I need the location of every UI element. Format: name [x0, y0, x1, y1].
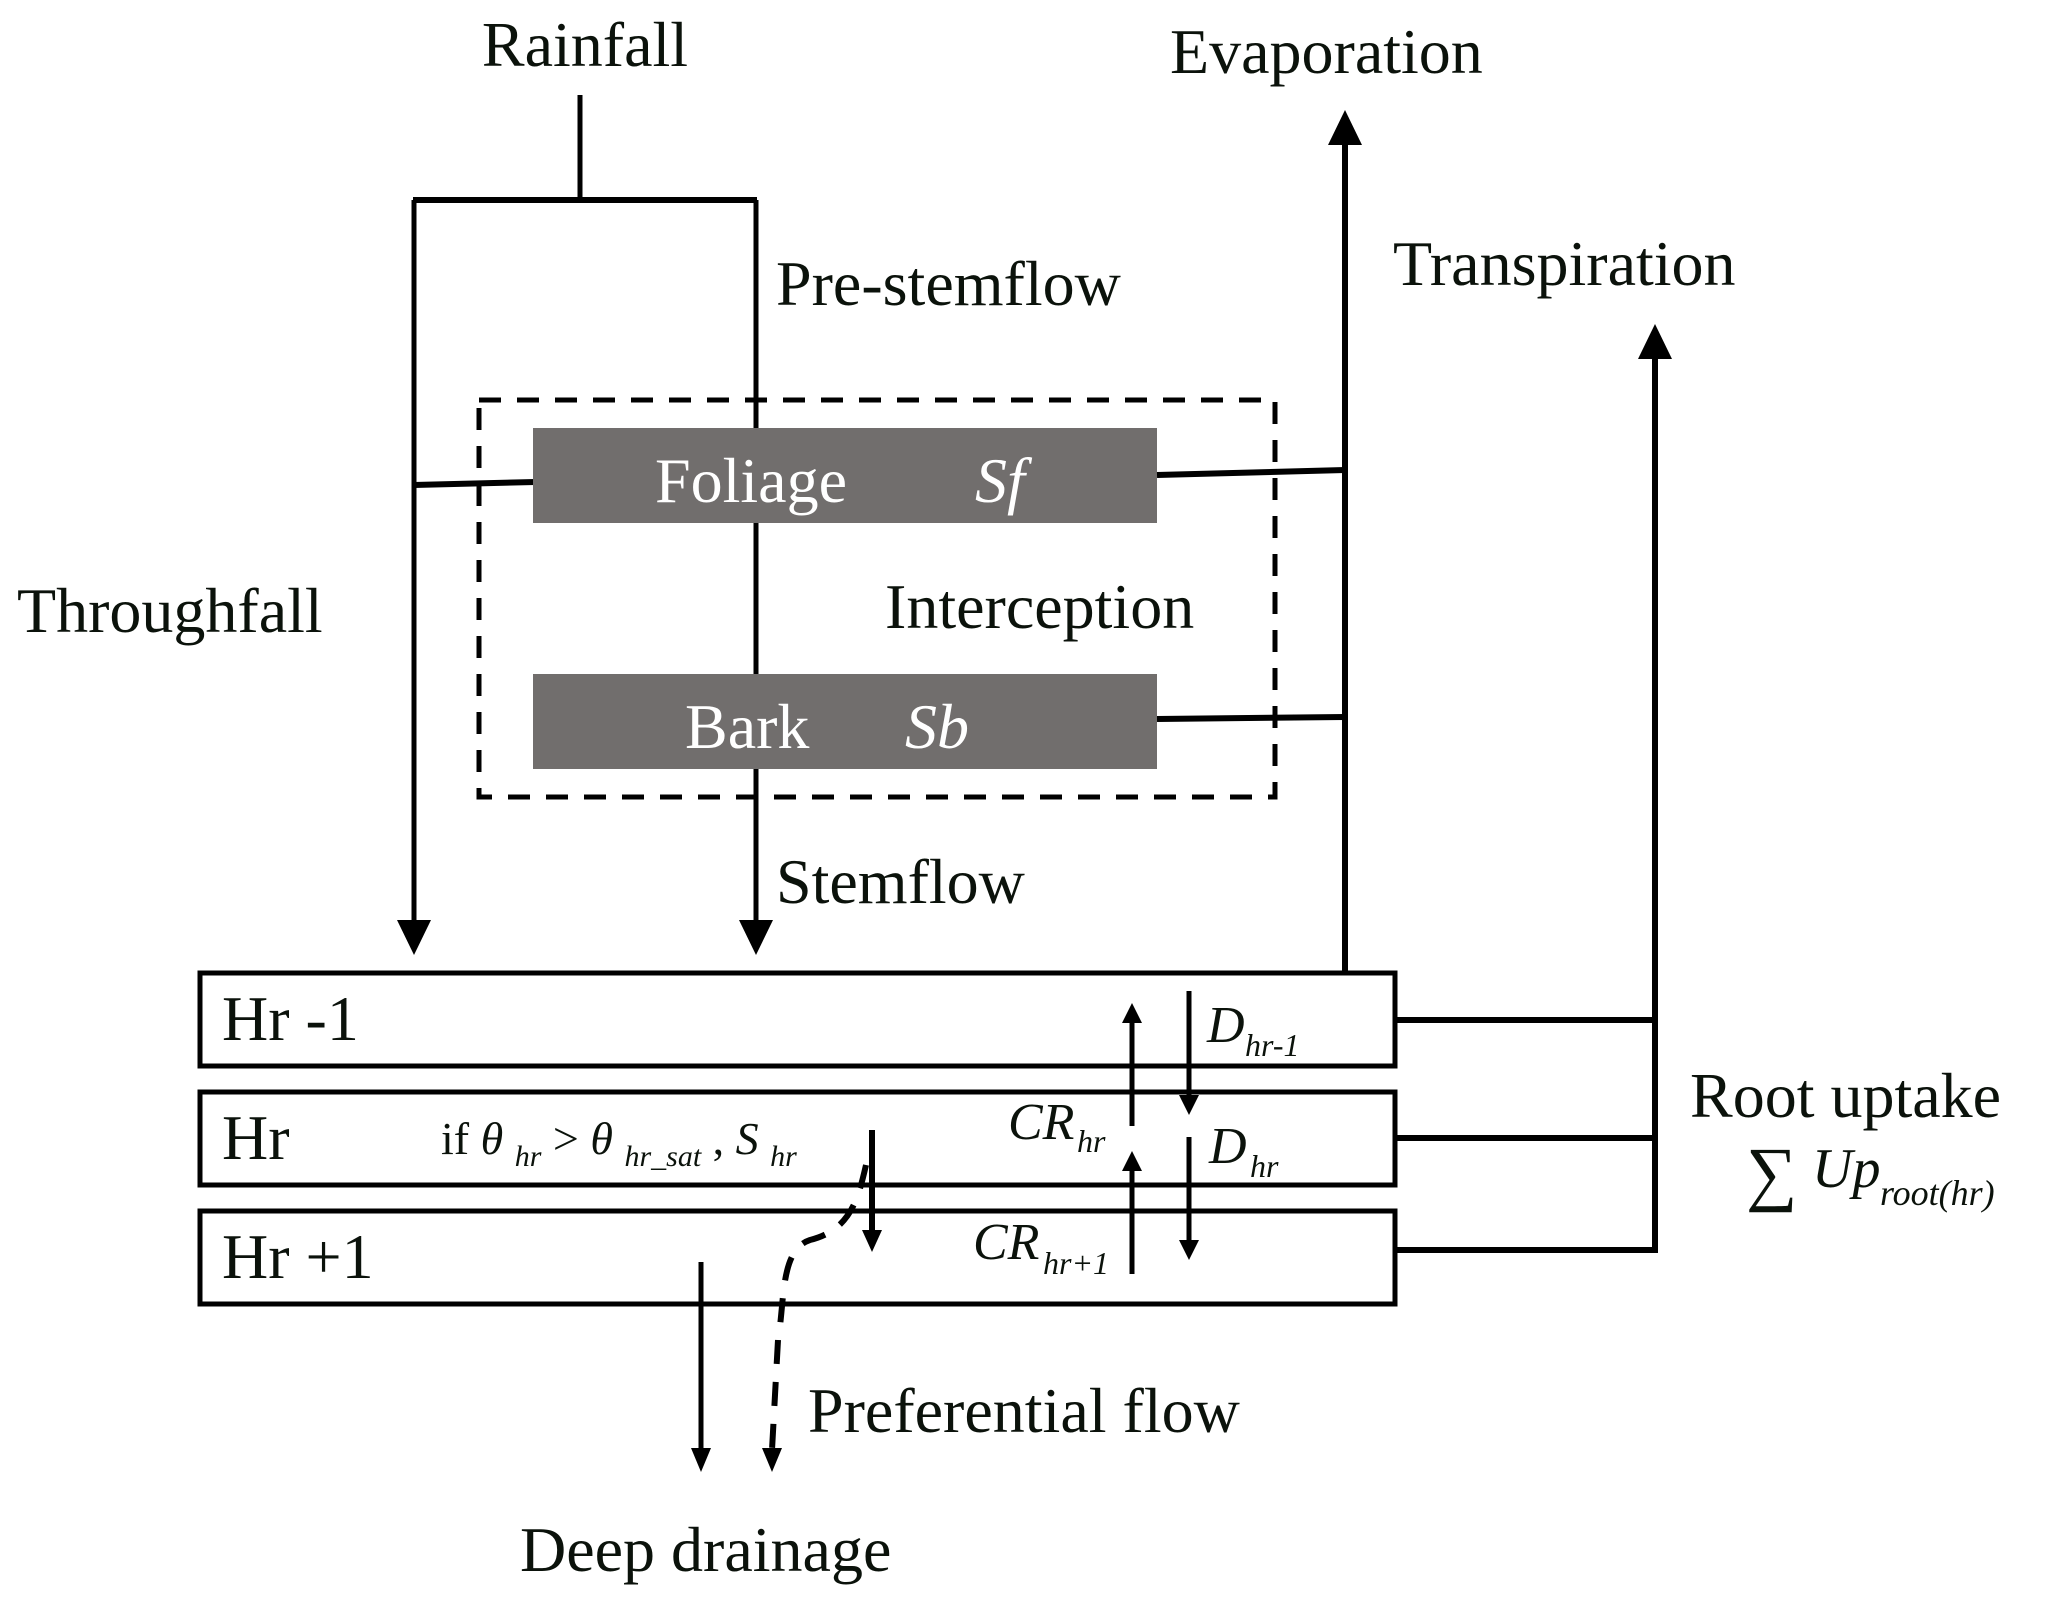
transpiration-label: Transpiration [1393, 228, 1736, 299]
uptake-var: Up [1812, 1138, 1880, 1200]
theta2-sub: hr_sat [624, 1140, 701, 1173]
saturation-condition: if θ hr > θ hr_sat , S hr [441, 1113, 797, 1176]
flux-sub: hr+1 [1043, 1245, 1109, 1281]
throughfall-arrowhead [397, 920, 431, 955]
bark-store: Bark Sb [533, 674, 1157, 769]
flux-var: D [1206, 997, 1245, 1054]
foliage-symbol: Sf [975, 445, 1033, 516]
theta2-symbol: θ [590, 1113, 613, 1164]
deep-drainage-label: Deep drainage [520, 1514, 891, 1585]
throughfall-label: Throughfall [17, 575, 323, 646]
flux-d-mid: D hr [1208, 1118, 1279, 1184]
foliage-box [533, 428, 1157, 523]
root-uptake-formula: ∑ Up root(hr) [1746, 1133, 1995, 1213]
gt-symbol: > [553, 1113, 590, 1164]
s-symbol: S [736, 1113, 759, 1164]
comma: , [713, 1113, 736, 1164]
capillary-mid-arrowhead [1122, 1003, 1142, 1023]
capillary-lower-arrowhead [1122, 1151, 1142, 1171]
interception-label: Interception [885, 571, 1194, 642]
layer-label: Hr [222, 1102, 290, 1173]
flux-cr-lower: CR hr+1 [973, 1214, 1109, 1281]
theta-symbol: θ [481, 1113, 504, 1164]
bark-evap-connector [1156, 714, 1346, 722]
flux-sub: hr [1077, 1123, 1106, 1159]
saturation-excess-arrowhead [862, 1230, 882, 1252]
drainage-mid-arrowhead [1179, 1240, 1199, 1260]
drainage-upper-arrowhead [1179, 1095, 1199, 1115]
rainfall-label: Rainfall [482, 9, 688, 80]
root-uptake-label: Root uptake [1690, 1060, 2001, 1131]
flux-var: D [1208, 1118, 1247, 1175]
s-sub: hr [770, 1140, 797, 1173]
bark-label: Bark [685, 691, 809, 762]
preferential-flow-label: Preferential flow [808, 1375, 1240, 1446]
layer-label: Hr +1 [222, 1221, 374, 1292]
layer-box [197, 1089, 1398, 1188]
flux-sub: hr [1250, 1148, 1279, 1184]
soil-layer-current: Hr [197, 1089, 1398, 1188]
preferential-flow-arrowhead [762, 1448, 782, 1472]
sum-symbol: ∑ [1746, 1133, 1797, 1213]
uptake-sub: root(hr) [1880, 1173, 1995, 1213]
condition-prefix: if [441, 1113, 481, 1164]
evaporation-arrowhead [1328, 110, 1362, 145]
transpiration-arrowhead [1638, 324, 1672, 359]
layer-label: Hr -1 [222, 983, 359, 1054]
condition-text: if θ hr > θ hr_sat , S hr [441, 1113, 797, 1176]
foliage-store: Foliage Sf [533, 428, 1157, 523]
bark-box [533, 674, 1157, 769]
pre-stemflow-label: Pre-stemflow [776, 248, 1121, 319]
stemflow-label: Stemflow [776, 846, 1025, 917]
foliage-evap-connector [1156, 467, 1346, 478]
evaporation-label: Evaporation [1170, 16, 1483, 87]
flux-sub: hr-1 [1245, 1027, 1299, 1063]
soil-layer-lower: Hr +1 [197, 1208, 1398, 1307]
layer-box [197, 1208, 1398, 1307]
flux-var: CR [973, 1214, 1039, 1271]
flux-var: CR [1008, 1094, 1074, 1151]
stemflow-arrowhead [739, 920, 773, 955]
theta-sub: hr [515, 1140, 542, 1173]
flux-d-upper: D hr-1 [1206, 997, 1299, 1063]
deep-drainage-arrowhead [691, 1448, 711, 1472]
foliage-throughfall-connector [413, 479, 536, 488]
interception-box [476, 397, 1278, 800]
foliage-label: Foliage [655, 445, 847, 516]
flux-cr-mid: CR hr [1008, 1094, 1106, 1159]
preferential-flow-path [769, 1164, 869, 1451]
bark-symbol: Sb [905, 691, 969, 762]
